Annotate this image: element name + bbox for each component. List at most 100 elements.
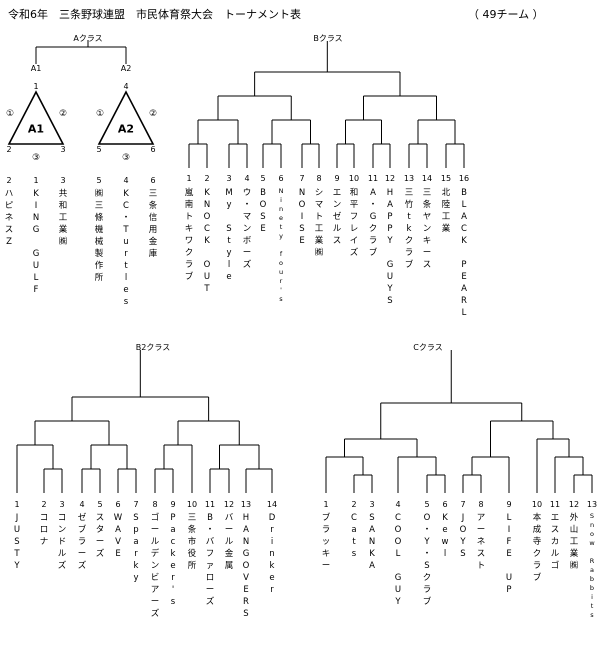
c-class-team-name: ア ー ネ ス ト — [476, 513, 486, 571]
a-class-team-name: ハ ピ ネ ス Z — [4, 189, 14, 247]
a-class-team-name: K C ・ T u r t l e s — [121, 189, 131, 307]
b-class-team-number: 4 — [244, 174, 250, 183]
b2-class-team-number: 14 — [266, 500, 278, 509]
b2-class-team-number: 8 — [152, 500, 158, 509]
b2-class-team-number: 6 — [115, 500, 121, 509]
c-class-team-number: 2 — [351, 500, 357, 509]
a1-seed-left: 2 — [6, 145, 12, 154]
b-class-team-number: 1 — [186, 174, 192, 183]
c-class-team-number: 13 — [586, 500, 598, 509]
b2-class-team-number: 11 — [204, 500, 216, 509]
b2-class-team-name: ス タ ー ズ — [95, 513, 105, 559]
c-class-team-number: 3 — [369, 500, 375, 509]
b2-class-team-number: 9 — [170, 500, 176, 509]
b-class-team-number: 2 — [204, 174, 210, 183]
a2-seed-top: 4 — [123, 82, 129, 91]
b2-class-team-number: 2 — [41, 500, 47, 509]
b2-class-team-name: コ ン ド ル ズ — [57, 513, 67, 571]
c-class-team-number: 4 — [395, 500, 401, 509]
c-class-team-name: S n o w R a b b i t s — [589, 512, 595, 619]
b-class-team-number: 10 — [348, 174, 360, 183]
a1-match-3: ③ — [31, 153, 41, 163]
c-class-team-number: 5 — [424, 500, 430, 509]
a-class-team-number: 5 — [96, 176, 102, 185]
b-class-label: Bクラス — [313, 34, 343, 43]
b2-class-team-name: ゴ ー ル デ ン ビ ア ー ズ — [150, 513, 160, 619]
b2-class-team-name: P a c k e r ' s — [170, 513, 176, 607]
a2-seed-right: 6 — [150, 145, 156, 154]
a-class-team-number: 3 — [60, 176, 66, 185]
b2-class-team-number: 5 — [97, 500, 103, 509]
b-class-team-number: 7 — [299, 174, 305, 183]
b-class-team-name: B L A C K P E A R L — [461, 188, 467, 318]
a1-seed-top: 1 — [33, 82, 39, 91]
c-class-team-name: J O Y S — [459, 513, 467, 559]
b-class-team-number: 11 — [367, 174, 379, 183]
b-class-team-number: 15 — [440, 174, 452, 183]
b2-class-label: B2クラス — [135, 343, 171, 352]
b-class-team-name: 北 陸 工 業 — [441, 188, 451, 234]
b2-class-team-number: 4 — [79, 500, 85, 509]
b-class-team-number: 8 — [316, 174, 322, 183]
a-class-label: Aクラス — [73, 34, 103, 43]
b-class-team-name: M y S t y l e — [225, 188, 233, 282]
c-class-team-name: 外 山 工 業 ㈱ — [569, 513, 579, 571]
c-class-team-name: C a t s — [351, 513, 357, 559]
a-class-team-number: 6 — [150, 176, 156, 185]
b-class-team-name: B O S E — [259, 188, 267, 234]
b-class-team-number: 12 — [384, 174, 396, 183]
a1-match-1: ① — [5, 109, 15, 119]
a2-triangle — [97, 90, 155, 145]
c-class-team-name: 本 成 寺 ク ラ ブ — [532, 513, 542, 583]
b2-class-team-number: 12 — [223, 500, 235, 509]
a1-triangle — [7, 90, 65, 145]
c-class-team-number: 8 — [478, 500, 484, 509]
a1-league-name: A1 — [27, 122, 45, 136]
b-class-team-name: シ マ ト 工 業 ㈱ — [314, 188, 324, 258]
page-title: 令和6年 三条野球連盟 市民体育祭大会 トーナメント表 — [8, 8, 301, 21]
b2-class-team-number: 10 — [186, 500, 198, 509]
c-class-team-number: 6 — [442, 500, 448, 509]
b2-class-team-name: S p a r k y — [133, 513, 139, 583]
a2-match-1: ① — [95, 109, 105, 119]
a2-match-2: ② — [148, 109, 158, 119]
b-class-team-number: 14 — [421, 174, 433, 183]
c-class-team-name: C O O L G U Y — [394, 513, 402, 607]
a-class-team-number: 2 — [6, 176, 12, 185]
b-class-team-number: 6 — [278, 174, 284, 183]
b2-class-team-name: W A V E — [113, 513, 123, 559]
team-count: （ 49チーム ） — [468, 8, 544, 21]
b2-class-team-name: B ・ バ フ ァ ロ ー ズ — [205, 513, 215, 607]
b2-class-team-number: 7 — [133, 500, 139, 509]
c-class-team-number: 7 — [460, 500, 466, 509]
a-class-team-number: 1 — [33, 176, 39, 185]
c-class-team-name: O ・ Y ・ S ク ラ ブ — [422, 513, 432, 607]
b2-class-team-number: 13 — [240, 500, 252, 509]
b2-class-team-name: J U S T Y — [13, 513, 21, 571]
a2-group-label: A2 — [120, 64, 132, 73]
a-class-team-name: ㈱ 三 條 機 械 製 作 所 — [94, 189, 104, 283]
b2-class-team-name: コ ロ ナ — [39, 513, 49, 547]
b-class-team-name: 和 平 フ レ イ ズ — [349, 188, 359, 258]
b2-class-team-name: バ ー ル 金 属 — [224, 513, 234, 571]
b-class-team-name: N O I S E — [298, 188, 306, 246]
b2-class-team-number: 3 — [59, 500, 65, 509]
a1-seed-right: 3 — [60, 145, 66, 154]
a-class-team-number: 4 — [123, 176, 129, 185]
b-class-team-name: 三 竹 t k ク ラ ブ — [404, 188, 414, 270]
b-class-team-number: 16 — [458, 174, 470, 183]
c-class-team-name: S A N K A — [368, 513, 376, 571]
a-class-team-name: 三 条 信 用 金 庫 — [148, 189, 158, 259]
b-class-team-name: N i n e t y f o u r ' s — [278, 187, 284, 303]
b2-class-team-name: H A N G O V E R S — [242, 513, 250, 619]
b-class-team-name: 三 条 ヤ ン キ ー ス — [422, 188, 432, 270]
b-class-team-name: K N O C K O U T — [203, 188, 211, 294]
b2-class-team-name: D r i n k e r — [268, 513, 276, 595]
a2-seed-left: 5 — [96, 145, 102, 154]
c-class-team-number: 1 — [323, 500, 329, 509]
a1-group-label: A1 — [30, 64, 42, 73]
b-class-team-number: 3 — [226, 174, 232, 183]
b-class-team-name: 嵐 南 ト キ ワ ク ラ ブ — [184, 188, 194, 282]
b2-class-team-name: ゼ ブ ラ ー ズ — [77, 513, 87, 571]
